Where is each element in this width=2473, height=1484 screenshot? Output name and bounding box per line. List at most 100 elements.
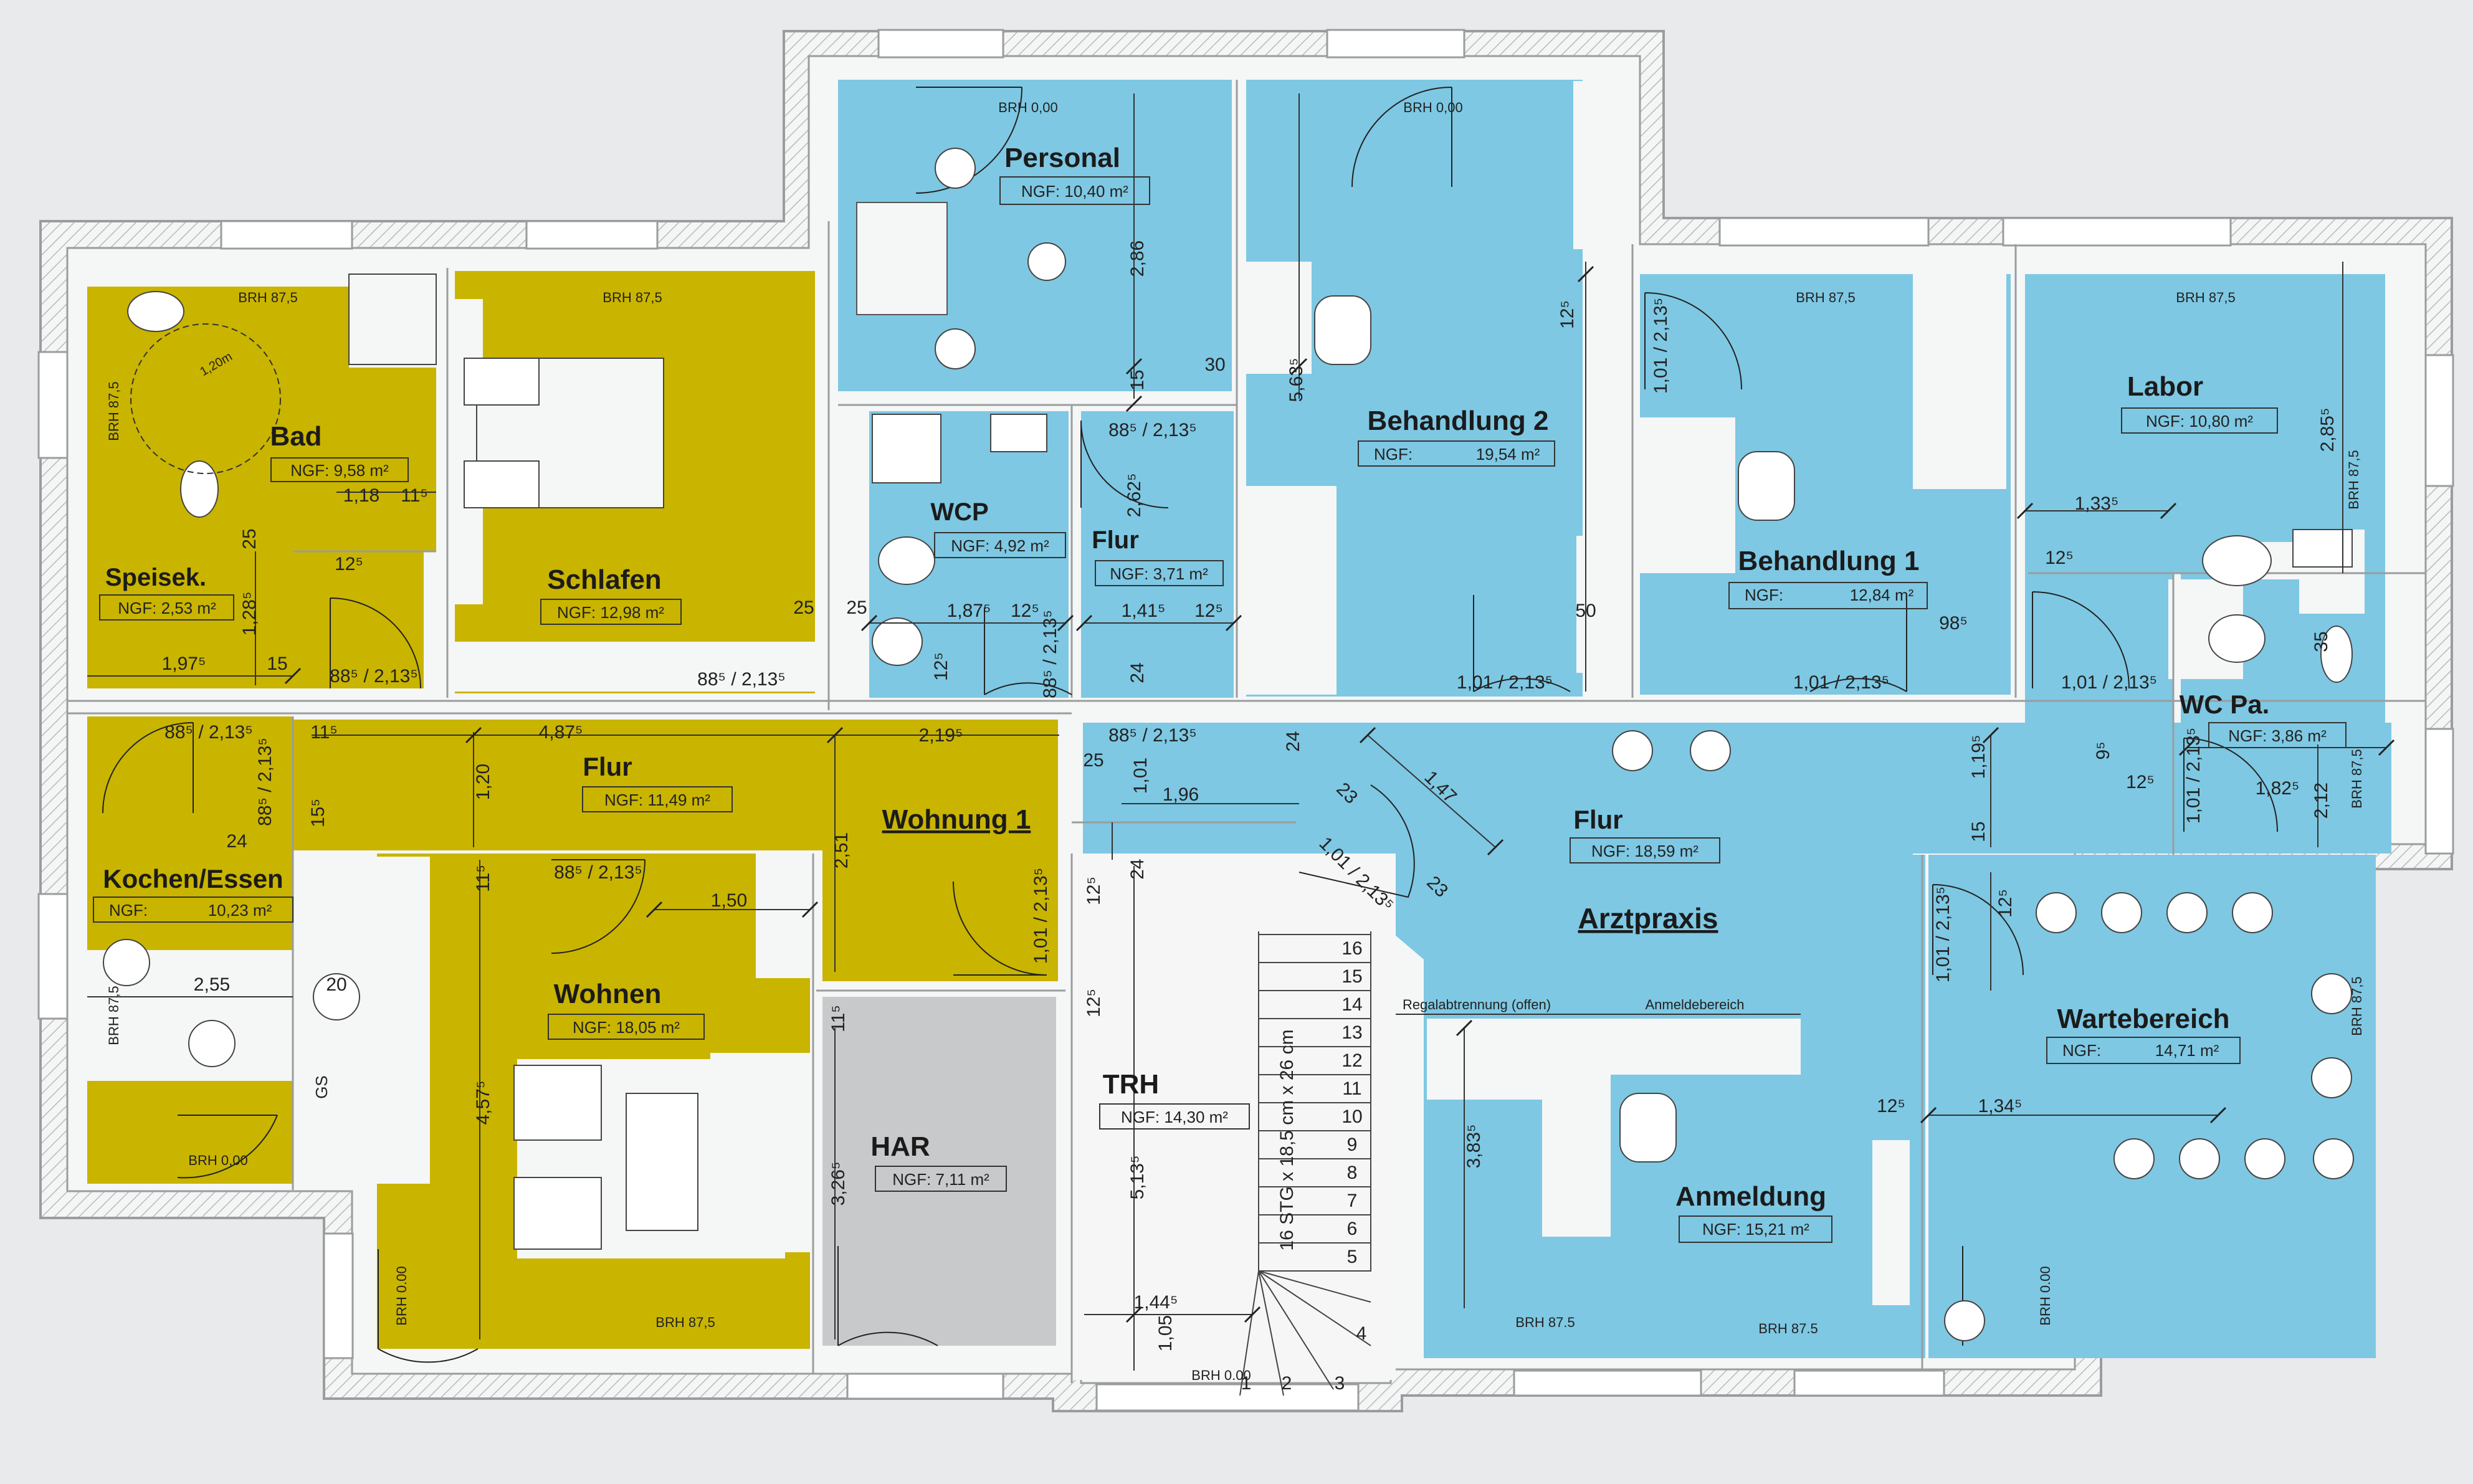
brh-label: BRH 87,5: [238, 290, 297, 305]
dimension-text: 25: [846, 597, 867, 618]
brh-label: BRH 87,5: [603, 290, 662, 305]
stair-step-number: 2: [1282, 1373, 1292, 1394]
anmeldebereich-label: Anmeldebereich: [1646, 997, 1745, 1012]
dimension-text: 11⁵: [310, 722, 338, 743]
dimension-text: 1,34⁵: [1978, 1096, 2023, 1116]
dimension-text: 1,01 / 2,13⁵: [1651, 298, 1671, 394]
brh-label: BRH 87,5: [106, 381, 122, 440]
regal-label: Regalabtrennung (offen): [1403, 997, 1551, 1012]
dimension-text: 24: [1127, 859, 1148, 879]
dimension-text: 5,63⁵: [1286, 358, 1307, 402]
dimension-text: 24: [1127, 662, 1148, 683]
dimension-text: 1,41⁵: [1122, 601, 1166, 621]
dimension-text: 15: [1127, 369, 1148, 390]
room-area-flur-w: NGF: 11,49 m²: [604, 791, 710, 809]
room-name-personal: Personal: [1004, 143, 1120, 173]
dimension-text: 12⁵: [1194, 601, 1223, 621]
stair-step-number: 7: [1347, 1191, 1358, 1211]
dimension-text: 12⁵: [1084, 989, 1104, 1017]
dimension-text: 24: [1283, 731, 1303, 751]
stair-step-number: 16: [1341, 938, 1362, 959]
brh-label: BRH 87,5: [655, 1315, 715, 1330]
dimension-text: 1,01 / 2,13⁵: [1933, 887, 1953, 982]
dimension-text: 24: [226, 831, 247, 852]
door-swings: [102, 87, 2278, 1363]
dimension-text: 12⁵: [1011, 601, 1039, 621]
dimension-text: 12⁵: [335, 554, 363, 574]
stair-step-number: 9: [1347, 1134, 1358, 1155]
brh-label: BRH 87.5: [1758, 1321, 1818, 1336]
room-name-wohnen: Wohnen: [554, 979, 662, 1009]
room-area-har: NGF: 7,11 m²: [892, 1170, 989, 1189]
room-area-trh: NGF: 14,30 m²: [1121, 1108, 1228, 1126]
dimension-text: 1,18: [343, 485, 379, 506]
dimension-text: 1,01 / 2,13⁵: [1793, 672, 1889, 693]
room-wohnung1-fill: [822, 720, 1058, 981]
dimension-text: 30: [1204, 354, 1225, 375]
stair-spec-label: 16 STG x 18,5 cm x 26 cm: [1277, 1029, 1297, 1250]
stair-step-number: 1: [1241, 1373, 1252, 1394]
dimension-text: 4,57⁵: [473, 1081, 493, 1125]
brh-label: BRH 0,00: [188, 1153, 247, 1168]
room-name-schlafen: Schlafen: [547, 564, 661, 595]
brh-label: BRH 87,5: [106, 986, 122, 1045]
dimension-text: 2,85⁵: [2317, 408, 2338, 452]
dimension-text: 2,12: [2311, 782, 2332, 819]
dimension-text: 98⁵: [1939, 613, 1968, 634]
dimension-text: 88⁵ / 2,13⁵: [164, 722, 253, 743]
dimension-text: 88⁵ / 2,13⁵: [330, 666, 418, 687]
dimension-text: 15: [267, 654, 287, 674]
room-warte-fill: [1928, 855, 2376, 1358]
room-labor-fill: [2025, 274, 2385, 573]
room-trh-fill: [1072, 854, 1396, 1380]
room-anmeldung-fill: [1299, 835, 1925, 1358]
room-area-behandlung2: 19,54 m²: [1476, 445, 1540, 464]
room-area-anmeldung: NGF: 15,21 m²: [1702, 1220, 1809, 1239]
dimension-text: 88⁵ / 2,13⁵: [255, 738, 275, 826]
room-area-labor: NGF: 10,80 m²: [2146, 412, 2253, 430]
room-name-behandlung1: Behandlung 1: [1738, 546, 1920, 576]
stair-step-number: 14: [1341, 994, 1362, 1015]
room-ngf-behandlung1: NGF:: [1745, 586, 1783, 604]
stair-step-number: 15: [1341, 966, 1362, 987]
unit-label-arztpraxis: Arztpraxis: [1578, 902, 1718, 935]
dimension-text: 88⁵ / 2,13⁵: [697, 669, 786, 690]
room-area-wcpa: NGF: 3,86 m²: [2228, 726, 2327, 745]
room-area-wcp: NGF: 4,92 m²: [951, 536, 1049, 555]
dimension-text: 2,51: [831, 832, 852, 868]
dimension-text: 12⁵: [1084, 877, 1104, 905]
room-name-wcpa: WC Pa.: [2180, 690, 2270, 719]
dimension-text: 1,01 / 2,13⁵: [2183, 728, 2204, 824]
room-name-wcp: WCP: [930, 498, 988, 526]
room-area-speisek: NGF: 2,53 m²: [118, 599, 216, 617]
dimension-text: 1,97⁵: [162, 654, 206, 674]
stair-step-number: 10: [1341, 1106, 1362, 1127]
dimension-text: 88⁵ / 2,13⁵: [1108, 420, 1197, 440]
dimension-text: 1,50: [711, 890, 747, 911]
dimension-text: 1,01 / 2,13⁵: [1031, 868, 1051, 964]
partition-walls: [67, 80, 2426, 1383]
dimension-text: 11⁵: [828, 1005, 849, 1032]
dimension-text: 1,82⁵: [2256, 778, 2300, 799]
dimension-text: 12⁵: [1557, 300, 1578, 329]
dimension-text: 35: [2311, 631, 2332, 652]
room-name-warte: Wartebereich: [2057, 1004, 2229, 1034]
stair-step-number: 3: [1335, 1373, 1345, 1394]
stair-step-number: 8: [1347, 1163, 1358, 1183]
dimension-text: 1,20: [473, 764, 493, 800]
dimension-text: 12⁵: [1877, 1096, 1905, 1116]
dimension-text: 1,19⁵: [1968, 735, 1989, 779]
dimension-text: 1,01: [1130, 758, 1151, 794]
dimension-text: 2,19⁵: [919, 725, 963, 746]
room-area-warte: 14,71 m²: [2155, 1041, 2219, 1060]
turning-circle: [130, 323, 281, 474]
dimension-text: 88⁵ / 2,13⁵: [1040, 610, 1060, 698]
brh-label: BRH 0.00: [394, 1266, 409, 1325]
dimension-text: 3,26⁵: [828, 1162, 849, 1206]
dimension-text: 12⁵: [931, 652, 951, 681]
brh-label: BRH 0,00: [1403, 100, 1462, 115]
room-ngf-kochen: NGF:: [109, 901, 148, 920]
dimension-ticks: [284, 265, 2395, 1323]
praxis-fixtures: [856, 81, 2365, 1305]
